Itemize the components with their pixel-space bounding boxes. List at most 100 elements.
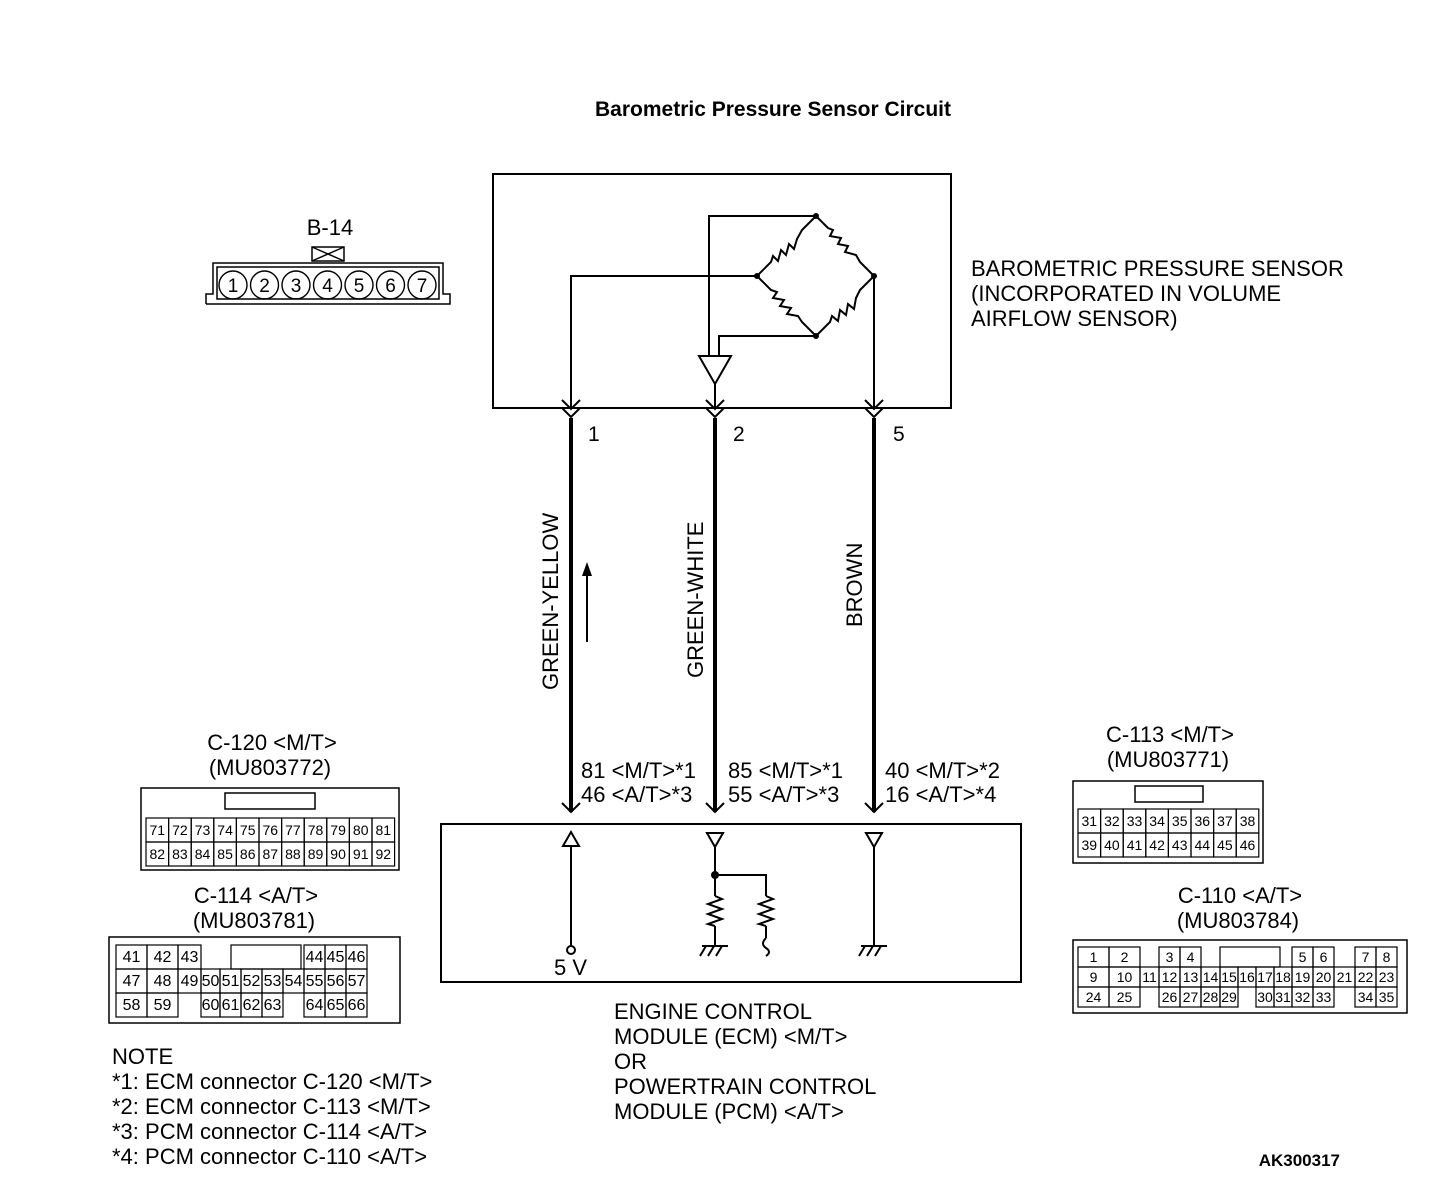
connector-c114-cavity [345, 992, 368, 1018]
connector-c120-pin-number: 89 [308, 846, 324, 862]
note-line-2: *2: ECM connector C-113 <M/T> [112, 1094, 431, 1119]
signal-direction-arrow-icon [582, 562, 592, 642]
connector-c114-part: (MU803781) [193, 908, 315, 933]
connector-b14-pin-number: 5 [354, 276, 365, 297]
connector-c110-pin-number: 8 [1383, 949, 1391, 965]
connector-b14-pin [375, 270, 406, 300]
connector-c120-pin-number: 77 [285, 822, 301, 838]
connector-c110-pin-number: 27 [1183, 989, 1199, 1005]
connector-c114-pin-number: 51 [222, 973, 240, 990]
connector-c110-pin-number: 13 [1183, 969, 1199, 985]
connector-c113-pin-number: 42 [1149, 837, 1165, 853]
connector-c120-part: (MU803772) [209, 755, 331, 780]
connector-c110-name: C-110 <A/T> [1178, 883, 1302, 908]
connector-c114-pin-number: 52 [243, 973, 261, 990]
connector-c113-pin-number: 31 [1082, 813, 1098, 829]
connector-b14-pin-number: 4 [322, 276, 333, 297]
connector-b14-pin [249, 270, 280, 300]
connector-c114-pin-number: 49 [181, 973, 199, 990]
connector-c114-pin-number: 62 [243, 997, 261, 1014]
connector-c113-pin-number: 44 [1195, 837, 1211, 853]
connector-b14-pin-number: 2 [259, 276, 270, 297]
connector-c114-pin-number: 44 [306, 949, 324, 966]
connector-c114-pin-number: 41 [123, 949, 141, 966]
connector-c114-name: C-114 <A/T> [194, 883, 318, 908]
connector-c110-cavity [1312, 986, 1335, 1008]
connector-c110-pin-number: 18 [1275, 969, 1291, 985]
connector-c110-cavity [1375, 986, 1398, 1008]
connector-b14-pin [218, 270, 248, 300]
connector-c114-pin-number: 58 [123, 997, 141, 1014]
note-heading: NOTE [112, 1044, 173, 1069]
connector-c120-pin-number: 80 [353, 822, 369, 838]
connector-c114-pin-number: 55 [306, 973, 324, 990]
connector-c113-pin-number: 39 [1082, 837, 1098, 853]
connector-c110-pin-number: 20 [1316, 969, 1332, 985]
connector-c114-pin-number: 59 [154, 997, 172, 1014]
connector-c110-pin-number: 17 [1257, 969, 1273, 985]
connector-c113-name: C-113 <M/T> [1106, 722, 1234, 747]
connector-c110-pin-number: 25 [1117, 989, 1133, 1005]
resistor-bridge [756, 215, 875, 337]
connector-c110-pin-number: 21 [1337, 969, 1353, 985]
connector-c120-pin-number: 72 [172, 822, 188, 838]
connector-c114-pin-number: 66 [348, 997, 366, 1014]
connector-c120-pin-number: 92 [376, 846, 392, 862]
connector-c110-pin-number: 10 [1117, 969, 1133, 985]
connector-c120-pin-number: 84 [195, 846, 211, 862]
connector-c120-pin-number: 85 [217, 846, 233, 862]
module-label-line-5: MODULE (PCM) <A/T> [614, 1099, 844, 1124]
engine-control-module: 5 V [440, 823, 1022, 983]
connector-b14-pin [281, 270, 311, 300]
wire-label-green-white: GREEN-WHITE [683, 522, 708, 678]
note-line-4: *4: PCM connector C-110 <A/T> [112, 1144, 427, 1169]
connector-c114-pin-number: 57 [348, 973, 366, 990]
connector-c110-pin-number: 6 [1320, 949, 1328, 965]
connector-c110-pin-number: 5 [1299, 949, 1307, 965]
harness-wires [569, 418, 876, 812]
connector-c120-pin-number: 71 [150, 822, 166, 838]
connector-c114-pin-number: 65 [327, 997, 345, 1014]
connector-c113-pin-number: 38 [1240, 813, 1256, 829]
connector-b14-pin-number: 7 [417, 276, 428, 297]
connector-c110-pin-number: 35 [1379, 989, 1395, 1005]
connector-c113-pin-number: 37 [1217, 813, 1233, 829]
connector-c113-pin-number: 43 [1172, 837, 1188, 853]
connector-c120-name: C-120 <M/T> [207, 730, 337, 755]
connector-c110-pin-number: 24 [1086, 989, 1102, 1005]
connector-c120-pin-number: 75 [240, 822, 256, 838]
diagram-code: AK300317 [1259, 1151, 1340, 1170]
connector-c110-pin-number: 22 [1358, 969, 1374, 985]
connector-c113-pin-number: 45 [1217, 837, 1233, 853]
connector-c120-pin-number: 78 [308, 822, 324, 838]
connector-c113-cavity [1235, 832, 1260, 858]
connector-c110-pin-number: 7 [1362, 949, 1370, 965]
connector-c120-pin-number: 82 [150, 846, 166, 862]
connector-c114-pin-number: 45 [327, 949, 345, 966]
connector-c120-pin-number: 74 [217, 822, 233, 838]
connector-c110-pin-number: 4 [1187, 949, 1195, 965]
module-pin-label-2b: 55 <A/T>*3 [728, 782, 839, 807]
connector-c110-pin-number: 31 [1275, 989, 1291, 1005]
sensor-pin-5: 5 [893, 423, 905, 446]
connector-c110-pin-number: 3 [1166, 949, 1174, 965]
connector-b14-pin [344, 270, 374, 300]
connector-c110-pin-number: 28 [1203, 989, 1219, 1005]
connector-c120-pin-number: 88 [285, 846, 301, 862]
connector-c110-pin-number: 11 [1142, 969, 1157, 985]
note-line-1: *1: ECM connector C-120 <M/T> [112, 1069, 432, 1094]
connector-c113-pin-number: 35 [1172, 813, 1188, 829]
connector-c114-pin-number: 50 [202, 973, 220, 990]
connector-c110-pin-number: 16 [1239, 969, 1255, 985]
connector-c110-pin-number: 33 [1316, 989, 1332, 1005]
module-pin-label-1a: 81 <M/T>*1 [581, 758, 696, 783]
connector-c114-cavity [146, 992, 179, 1018]
sensor-pin-1: 1 [588, 423, 600, 446]
connector-c110-pin-number: 12 [1162, 969, 1178, 985]
connector-c120-pin-number: 79 [330, 822, 346, 838]
connector-c120-pin-number: 90 [330, 846, 346, 862]
